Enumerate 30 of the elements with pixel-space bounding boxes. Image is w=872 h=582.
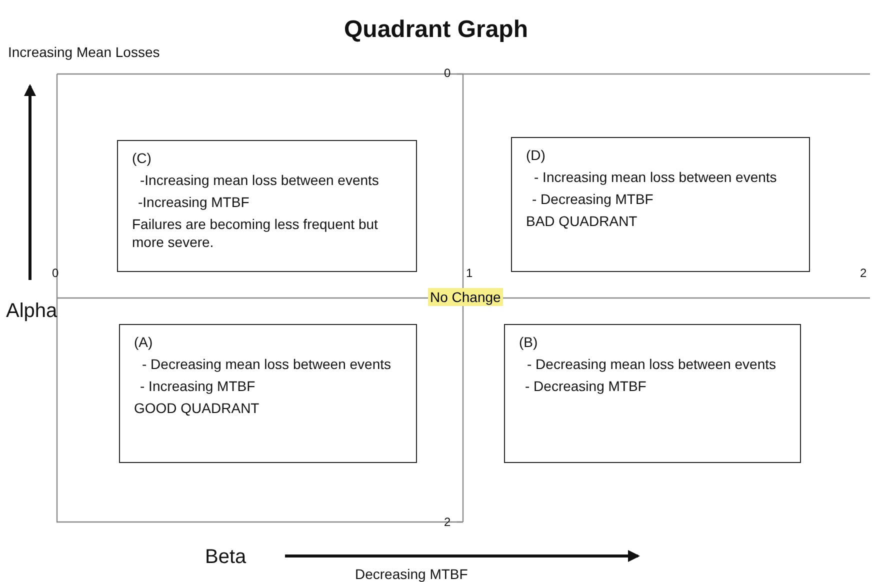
tick-label: 1 xyxy=(466,266,473,280)
quadrant-text: - Decreasing mean loss between events xyxy=(142,355,392,373)
quadrant-text: - Increasing MTBF xyxy=(140,377,256,395)
quadrant-box xyxy=(511,137,810,272)
quadrant-text: BAD QUADRANT xyxy=(526,212,638,230)
chart-title: Quadrant Graph xyxy=(342,16,530,44)
quadrant-box xyxy=(119,324,417,463)
quadrant-letter: (B) xyxy=(519,333,538,351)
quadrant-text: - Decreasing mean loss between events xyxy=(527,355,776,373)
axis-title: Alpha xyxy=(6,300,58,323)
tick-label: 2 xyxy=(444,515,451,529)
tick-label: 2 xyxy=(860,266,867,280)
quadrant-text: GOOD QUADRANT xyxy=(134,399,260,417)
highlighted-label: No Change xyxy=(428,288,503,306)
tick-label: 0 xyxy=(52,266,59,280)
quadrant-letter: (A) xyxy=(134,333,153,351)
axis-title: Increasing Mean Losses xyxy=(8,44,160,60)
quadrant-box xyxy=(117,140,417,272)
axis-title: Beta xyxy=(205,546,246,569)
quadrant-text: - Decreasing MTBF xyxy=(532,190,654,208)
quadrant-letter: (D) xyxy=(526,146,546,164)
axis-title: Decreasing MTBF xyxy=(355,566,468,582)
tick-label: 0 xyxy=(444,66,451,80)
quadrant-text: - Decreasing MTBF xyxy=(525,377,646,395)
quadrant-text: -Increasing mean loss between events xyxy=(140,171,379,189)
quadrant-text: - Increasing mean loss between events xyxy=(534,168,777,186)
quadrant-text: -Increasing MTBF xyxy=(138,193,250,211)
quadrant-text: Failures are becoming less frequent but more severe. xyxy=(132,215,379,251)
quadrant-box xyxy=(504,324,801,463)
quadrant-letter: (C) xyxy=(132,149,152,167)
